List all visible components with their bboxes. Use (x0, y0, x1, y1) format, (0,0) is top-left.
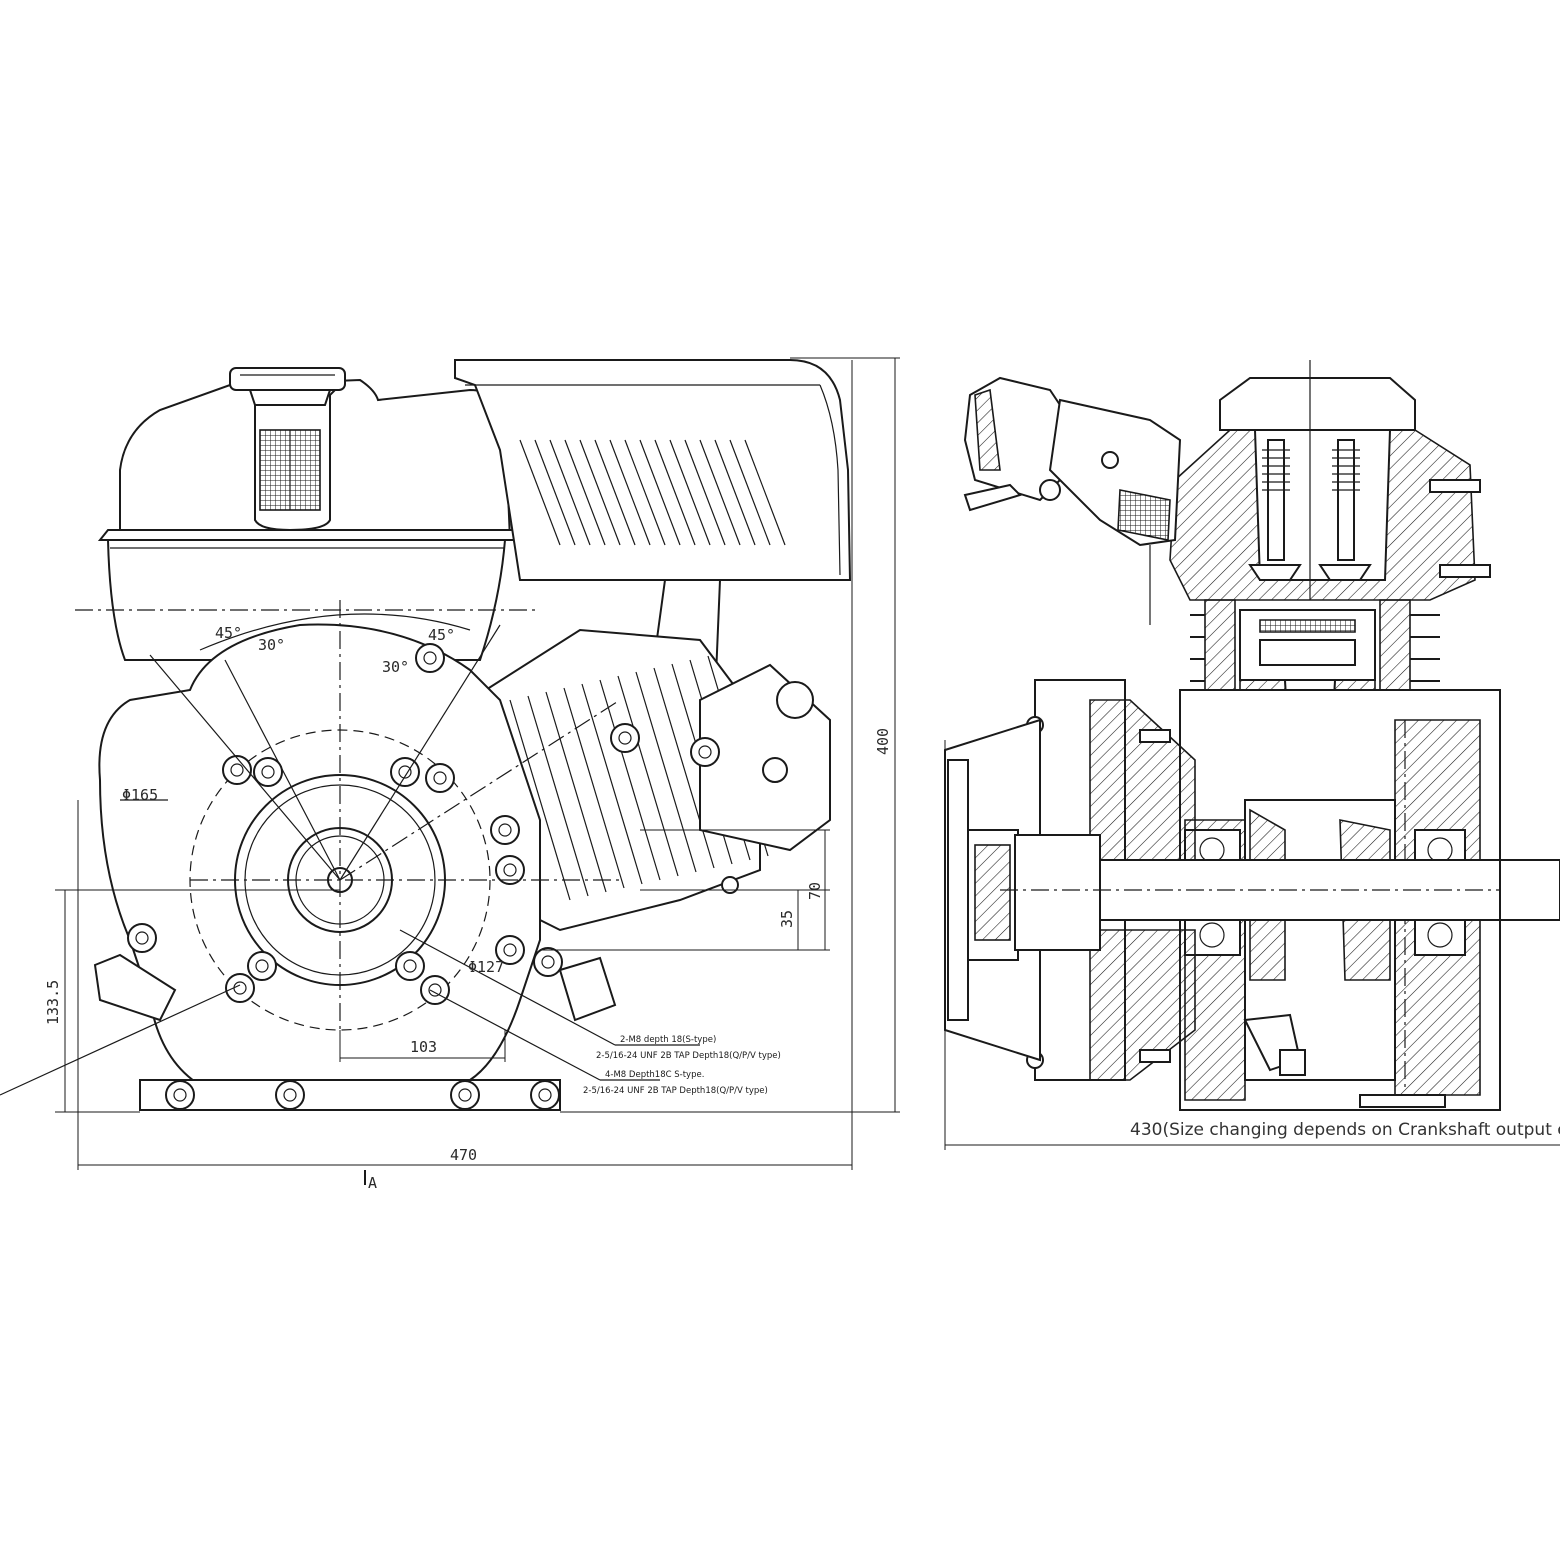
angle-30-right-label: 30° (382, 658, 409, 676)
bolt (390, 757, 420, 787)
vent-slot (669, 439, 711, 546)
oil-drain-plug (93, 953, 617, 1022)
vent-slot (564, 439, 606, 546)
bolt (225, 973, 255, 1003)
bolt (610, 723, 640, 753)
diameter-outer-label: Φ165 (122, 786, 158, 804)
cooling-fin (581, 683, 643, 885)
air-filter-vents (519, 439, 786, 546)
cooling-fin (599, 679, 661, 881)
valve-springs (1248, 439, 1372, 581)
section-length-label: 430(Size changing depends on Crankshaft … (1130, 1120, 1560, 1140)
cooling-fin (545, 691, 607, 893)
angle-ray-45-right (339, 624, 501, 881)
diameter-inner-label: Φ127 (468, 958, 504, 976)
bolt (415, 643, 445, 673)
air-filter-housing (454, 359, 852, 581)
vent-slot (579, 439, 621, 546)
vent-slot (714, 439, 756, 546)
vent-slot (729, 439, 771, 546)
note-unf-tap-1: 2-5/16-24 UNF 2B TAP Depth18(Q/P/V type) (596, 1051, 781, 1061)
cooling-fin (527, 695, 589, 897)
section-bolts (1139, 729, 1446, 1108)
bolt (425, 763, 455, 793)
bolt (165, 1080, 195, 1110)
vent-slot (519, 439, 561, 546)
section-view: 430(Size changing depends on Crankshaft … (944, 360, 1560, 1150)
angle-45-left-label: 45° (215, 624, 242, 642)
front-view: 470 400 133.5 103 70 35 Φ165 Φ127 45° 30… (0, 357, 900, 1192)
mounting-bolts (127, 643, 720, 1110)
cooling-fin (563, 687, 625, 889)
note-leaders (0, 799, 700, 1096)
angle-arc (199, 613, 471, 651)
angle-ray-30 (224, 659, 341, 881)
note-4m8-s-type: 4-M8 Depth18C S-type. (605, 1070, 704, 1080)
vent-slot (594, 439, 636, 546)
note-m8-s-type: 2-M8 depth 18(S-type) (620, 1035, 716, 1045)
dim-width-label: 470 (450, 1146, 477, 1164)
bolt (275, 1080, 305, 1110)
vent-slot (699, 439, 741, 546)
vent-slot (534, 439, 576, 546)
vent-slot (624, 439, 666, 546)
intake-carburetor-assembly (963, 376, 1182, 625)
vent-slot (654, 439, 696, 546)
vent-slot (744, 439, 786, 546)
bolt (495, 935, 525, 965)
angle-30-left-label: 30° (258, 636, 285, 654)
fuel-cap (229, 367, 346, 406)
dim-offset-35-label: 35 (778, 910, 796, 928)
dim-offset-70-label: 70 (806, 882, 824, 900)
vent-slot (549, 439, 591, 546)
bolt (690, 737, 720, 767)
note-unf-tap-2: 2-5/16-24 UNF 2B TAP Depth18(Q/P/V type) (583, 1086, 768, 1096)
cylinder-axis (339, 699, 621, 881)
oil-dipstick (1243, 1013, 1306, 1076)
dimension-lines (55, 357, 900, 1170)
bolt (395, 951, 425, 981)
recoil-starter-housing (944, 718, 1041, 1062)
fuel-tank (97, 378, 531, 661)
vent-slot (609, 439, 651, 546)
cooling-fin (653, 667, 715, 869)
bolt (490, 815, 520, 845)
dim-shaft-height-label: 133.5 (44, 980, 62, 1025)
cooling-fin (509, 699, 571, 901)
flywheel (1026, 679, 1196, 1081)
cooling-fin (635, 671, 697, 873)
cooling-fin (617, 675, 679, 877)
dim-mount-spacing-label: 103 (410, 1038, 437, 1056)
bolt (450, 1080, 480, 1110)
bolt (247, 951, 277, 981)
bolt (127, 923, 157, 953)
angle-45-right-label: 45° (428, 626, 455, 644)
dim-height-label: 400 (874, 728, 892, 755)
bolt (530, 1080, 560, 1110)
crankshaft (1000, 834, 1560, 951)
bolt (253, 757, 283, 787)
bolt (495, 855, 525, 885)
cylinder-head (1169, 360, 1476, 601)
head-studs (1429, 479, 1491, 578)
bolt (533, 947, 563, 977)
section-marker-label: A (368, 1174, 377, 1192)
angle-ray-45 (149, 654, 341, 881)
vent-slot (684, 439, 726, 546)
bolt (420, 975, 450, 1005)
carburetor (699, 663, 831, 894)
bolt (222, 755, 252, 785)
vent-slot (639, 439, 681, 546)
